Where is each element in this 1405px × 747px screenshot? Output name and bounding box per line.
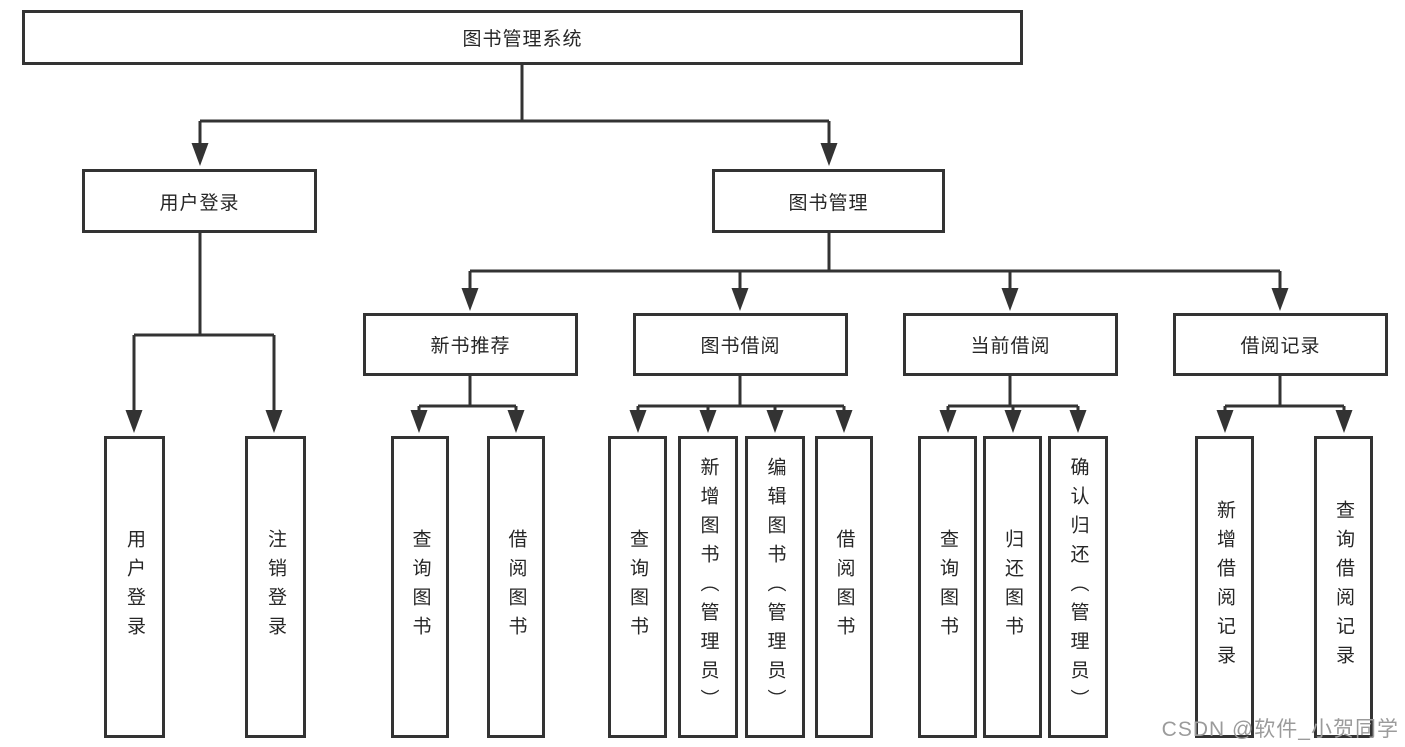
leaf-query-books-recommend-label: 查询图书 — [409, 529, 431, 645]
leaf-query-books-current-label: 查询图书 — [937, 529, 958, 645]
leaf-edit-books-admin: 编辑图书（管理员） — [745, 436, 805, 738]
leaf-confirm-return-admin: 确认归还（管理员） — [1048, 436, 1108, 738]
node-book-borrowing: 图书借阅 — [633, 313, 848, 376]
leaf-add-borrow-record-label: 新增借阅记录 — [1214, 500, 1235, 674]
leaf-query-books-borrow-label: 查询图书 — [627, 529, 648, 645]
leaf-return-books: 归还图书 — [983, 436, 1042, 738]
leaf-query-borrow-record: 查询借阅记录 — [1314, 436, 1373, 738]
leaf-query-books-current: 查询图书 — [918, 436, 977, 738]
leaf-logout-label: 注销登录 — [265, 529, 286, 645]
leaf-confirm-return-admin-label: 确认归还（管理员） — [1067, 456, 1089, 718]
node-new-book-recommendation-label: 新书推荐 — [430, 336, 511, 357]
node-book-management: 图书管理 — [712, 169, 945, 233]
node-system-root-label: 图书管理系统 — [462, 29, 583, 50]
leaf-user-login: 用户登录 — [104, 436, 165, 738]
leaf-edit-books-admin-label: 编辑图书（管理员） — [764, 456, 786, 718]
node-borrowing-records-label: 借阅记录 — [1240, 336, 1321, 357]
node-book-borrowing-label: 图书借阅 — [700, 336, 781, 357]
watermark-text: CSDN @软件_小贺同学 — [1161, 718, 1399, 741]
node-user-login-label: 用户登录 — [159, 192, 240, 214]
leaf-logout: 注销登录 — [245, 436, 306, 738]
leaf-query-books-recommend: 查询图书 — [391, 436, 449, 738]
node-current-borrowing-label: 当前借阅 — [970, 336, 1051, 357]
leaf-add-books-admin: 新增图书（管理员） — [678, 436, 738, 738]
leaf-borrow-books-label: 借阅图书 — [833, 529, 855, 645]
leaf-add-books-admin-label: 新增图书（管理员） — [697, 456, 719, 718]
node-borrowing-records: 借阅记录 — [1173, 313, 1388, 376]
leaf-query-borrow-record-label: 查询借阅记录 — [1333, 500, 1354, 674]
leaf-borrow-books-recommend-label: 借阅图书 — [505, 529, 527, 645]
leaf-query-books-borrow: 查询图书 — [608, 436, 667, 738]
leaf-borrow-books: 借阅图书 — [815, 436, 873, 738]
node-system-root: 图书管理系统 — [22, 10, 1023, 65]
node-new-book-recommendation: 新书推荐 — [363, 313, 578, 376]
leaf-return-books-label: 归还图书 — [1002, 529, 1023, 645]
leaf-borrow-books-recommend: 借阅图书 — [487, 436, 545, 738]
leaf-add-borrow-record: 新增借阅记录 — [1195, 436, 1254, 738]
node-book-management-label: 图书管理 — [788, 192, 869, 214]
node-user-login: 用户登录 — [82, 169, 317, 233]
node-current-borrowing: 当前借阅 — [903, 313, 1118, 376]
leaf-user-login-label: 用户登录 — [124, 529, 145, 645]
